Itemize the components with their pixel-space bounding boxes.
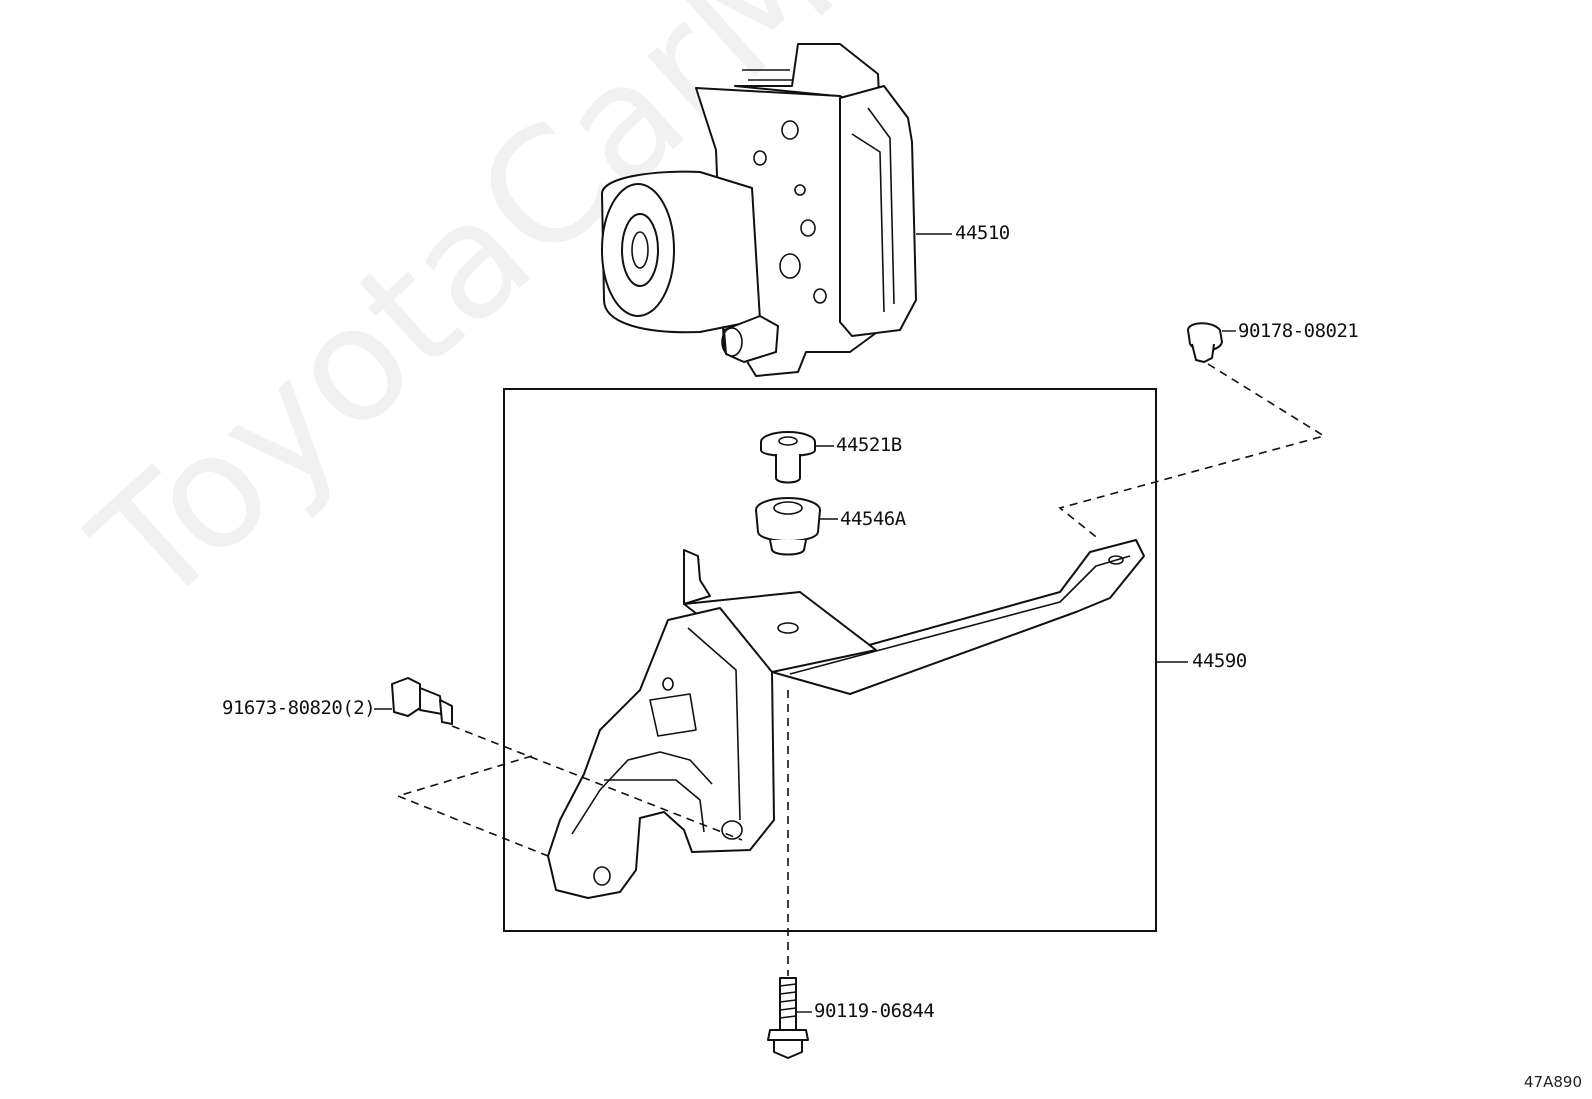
part-label-clip[interactable]: 90178-08021 bbox=[1238, 320, 1359, 342]
cushion-illustration bbox=[755, 497, 821, 556]
assembly-path-side-bolt-2 bbox=[395, 755, 549, 857]
part-label-abs-actuator[interactable]: 44510 bbox=[955, 222, 1010, 244]
part-label-cushion[interactable]: 44546A bbox=[840, 508, 906, 530]
bottom-bolt-illustration bbox=[767, 977, 809, 1059]
assembly-path-side-bolt bbox=[451, 725, 743, 841]
assembly-path-clip bbox=[1058, 363, 1326, 541]
clip-nut-illustration bbox=[1187, 322, 1223, 363]
collar-illustration bbox=[760, 431, 816, 484]
bracket-assembly-frame bbox=[503, 388, 1157, 932]
bracket-illustration bbox=[547, 539, 1145, 899]
illustration-code: 47A890 bbox=[1524, 1073, 1582, 1091]
part-label-bracket[interactable]: 44590 bbox=[1192, 650, 1247, 672]
part-label-side-bolt[interactable]: 91673-80820(2) bbox=[222, 697, 376, 719]
part-label-collar[interactable]: 44521B bbox=[836, 434, 902, 456]
part-label-bottom-bolt[interactable]: 90119-06844 bbox=[814, 1000, 935, 1022]
side-bolt-illustration bbox=[391, 677, 453, 725]
abs-actuator-illustration bbox=[601, 43, 917, 377]
